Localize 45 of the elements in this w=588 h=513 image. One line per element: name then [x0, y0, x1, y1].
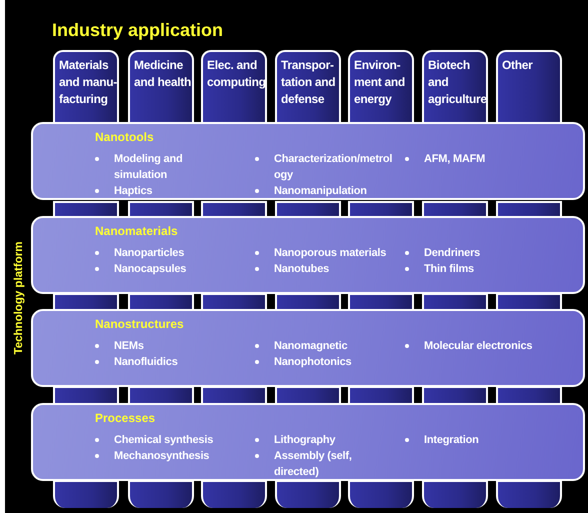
- bullet-item: Haptics: [114, 184, 154, 199]
- band-heading: Nanotools: [95, 129, 155, 145]
- bullet-item: NEMs: [114, 339, 145, 354]
- bullet-item: AFM, MAFM: [424, 152, 486, 167]
- bullet-item: Nanomanipulation: [274, 184, 368, 199]
- bullet-item: Modeling and simulation: [114, 152, 184, 183]
- bullet-item: Nanofluidics: [114, 355, 179, 370]
- column-heading: Materials and manu- facturing: [59, 57, 117, 108]
- platform-band: [31, 122, 585, 200]
- industry-column: [201, 50, 267, 122]
- bullet-item: Nanotubes: [274, 262, 330, 277]
- column-heading: Environ- ment and energy: [354, 57, 406, 108]
- industry-column: [422, 50, 488, 122]
- bullet-item: Nanomagnetic: [274, 339, 348, 354]
- platform-band: [31, 216, 585, 294]
- bullet-item: Lithography: [274, 433, 336, 448]
- band-heading: Nanostructures: [95, 316, 185, 332]
- bullet-item: Chemical synthesis: [114, 433, 214, 448]
- bullet-item: Nanocapsules: [114, 262, 188, 277]
- bullet-item: Nanoparticles: [114, 246, 186, 261]
- band-heading: Nanomaterials: [95, 223, 179, 239]
- band-heading: Processes: [95, 410, 156, 426]
- industry-column: [496, 50, 562, 122]
- industry-column: [128, 50, 194, 122]
- platform-band: [31, 309, 585, 387]
- column-heading: Biotech and agriculture: [428, 57, 486, 108]
- column-heading: Medicine and health: [134, 57, 192, 91]
- bullet-item: Assembly (self, directed): [274, 449, 353, 480]
- industry-column: [275, 50, 341, 122]
- bullet-item: Integration: [424, 433, 480, 448]
- axis-label: Technology platform: [13, 240, 25, 356]
- bullet-item: Characterization/metrology: [274, 152, 394, 183]
- bullet-item: Dendriners: [424, 246, 482, 261]
- platform-band: [31, 403, 585, 481]
- column-heading: Other: [502, 57, 534, 74]
- column-heading: Transpor- tation and defense: [281, 57, 336, 108]
- column-heading: Elec. and computing: [207, 57, 265, 91]
- bullet-item: Nanoporous materials: [274, 246, 388, 261]
- industry-column: [348, 50, 414, 122]
- bullet-item: Molecular electronics: [424, 339, 534, 354]
- industry-column: [53, 50, 119, 122]
- bullet-item: Nanophotonics: [274, 355, 352, 370]
- bullet-item: Thin films: [424, 262, 475, 277]
- bullet-item: Mechanosynthesis: [114, 449, 210, 464]
- diagram-title: Industry application: [52, 20, 224, 41]
